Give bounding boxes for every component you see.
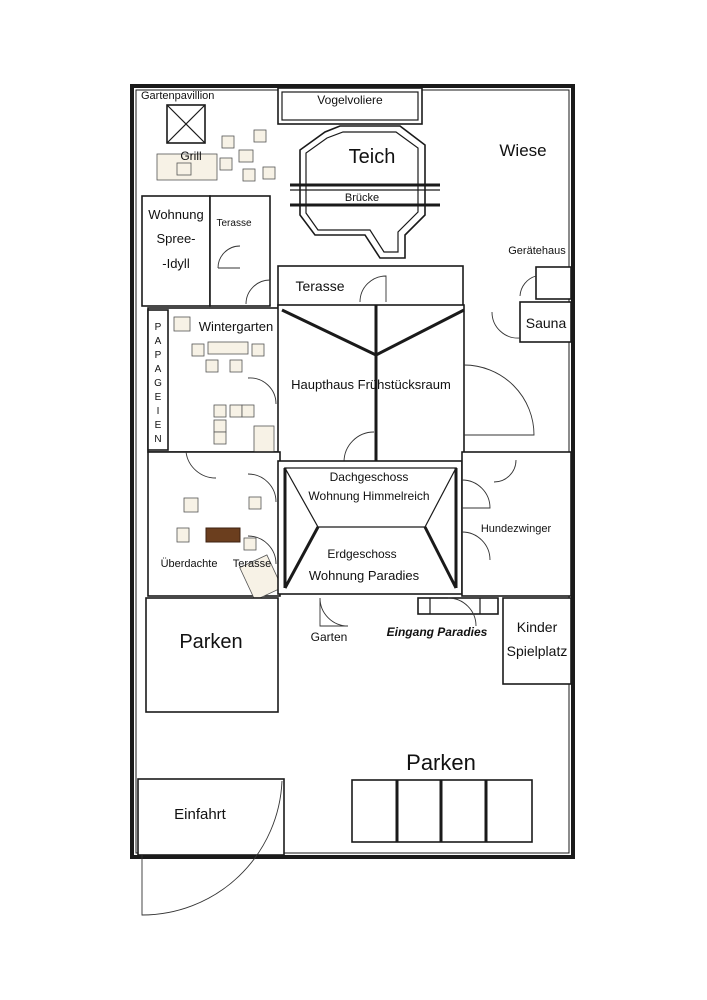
svg-text:I: I xyxy=(157,406,160,417)
svg-text:P: P xyxy=(155,322,162,333)
property-boundary xyxy=(130,84,575,859)
label-dach-1: Dachgeschoss xyxy=(330,470,409,484)
eingang-entrance xyxy=(417,597,499,627)
parken-left-area xyxy=(145,597,279,713)
gartenpavillion-structure xyxy=(166,104,206,144)
label-bruecke: Brücke xyxy=(345,192,379,204)
terasse-main-area xyxy=(277,265,464,307)
label-eingang: Eingang Paradies xyxy=(387,625,488,639)
kinder-spielplatz-area xyxy=(502,597,572,685)
label-wohnung-spree-1: Wohnung xyxy=(148,207,203,222)
label-gartenpavillion: Gartenpavillion xyxy=(141,90,214,102)
label-terasse-covered: Terasse xyxy=(233,558,272,570)
svg-text:E: E xyxy=(155,392,162,403)
label-ueberdachte: Überdachte xyxy=(161,558,218,570)
terasse-small-room xyxy=(209,195,271,307)
label-sauna: Sauna xyxy=(526,315,567,331)
vogelvoliere-room xyxy=(277,87,423,125)
label-terasse-small: Terasse xyxy=(216,218,251,229)
svg-text:A: A xyxy=(155,336,162,347)
bruecke-bridge xyxy=(290,183,440,207)
label-einfahrt: Einfahrt xyxy=(174,806,227,823)
haupthaus-building xyxy=(277,304,465,464)
parking-spots xyxy=(351,779,533,843)
label-wintergarten: Wintergarten xyxy=(199,319,273,334)
terasse-furniture xyxy=(176,496,283,601)
einfahrt-gate xyxy=(137,778,285,916)
label-erd-2: Wohnung Paradies xyxy=(309,568,420,583)
label-terasse-main: Terasse xyxy=(295,278,344,294)
label-parken-left: Parken xyxy=(179,631,242,653)
hundezwinger-room xyxy=(461,451,572,597)
svg-text:P: P xyxy=(155,350,162,361)
label-garten: Garten xyxy=(311,630,348,644)
wohnungen-building xyxy=(277,460,463,595)
label-teich: Teich xyxy=(349,146,396,168)
label-kinder-2: Spielplatz xyxy=(507,643,568,659)
label-parken-bottom: Parken xyxy=(406,750,476,775)
label-hundezwinger: Hundezwinger xyxy=(481,523,552,535)
label-grill: Grill xyxy=(180,149,201,163)
svg-text:G: G xyxy=(154,378,162,389)
geraetehaus-room xyxy=(535,266,572,300)
wintergarten-furniture xyxy=(173,316,275,453)
svg-text:A: A xyxy=(155,364,162,375)
label-wiese: Wiese xyxy=(499,141,546,160)
papageien-enclosure xyxy=(147,309,169,451)
svg-text:E: E xyxy=(155,420,162,431)
label-erd-1: Erdgeschoss xyxy=(327,547,396,561)
sauna-room xyxy=(519,301,572,343)
label-wohnung-spree-3: -Idyll xyxy=(162,256,190,271)
label-wohnung-spree-2: Spree- xyxy=(156,231,195,246)
teich-pond xyxy=(299,125,426,259)
label-haupthaus: Haupthaus Frühstücksraum xyxy=(291,377,451,392)
label-geraetehaus: Gerätehaus xyxy=(508,245,566,257)
label-dach-2: Wohnung Himmelreich xyxy=(308,489,429,503)
wohnung-spree-idyll-room xyxy=(141,195,211,307)
label-vogelvoliere: Vogelvoliere xyxy=(317,93,383,107)
label-papageien: P A P A G E I E N xyxy=(154,322,162,445)
label-kinder-1: Kinder xyxy=(517,619,558,635)
grill-area-furniture xyxy=(156,129,276,182)
svg-text:N: N xyxy=(154,434,161,445)
